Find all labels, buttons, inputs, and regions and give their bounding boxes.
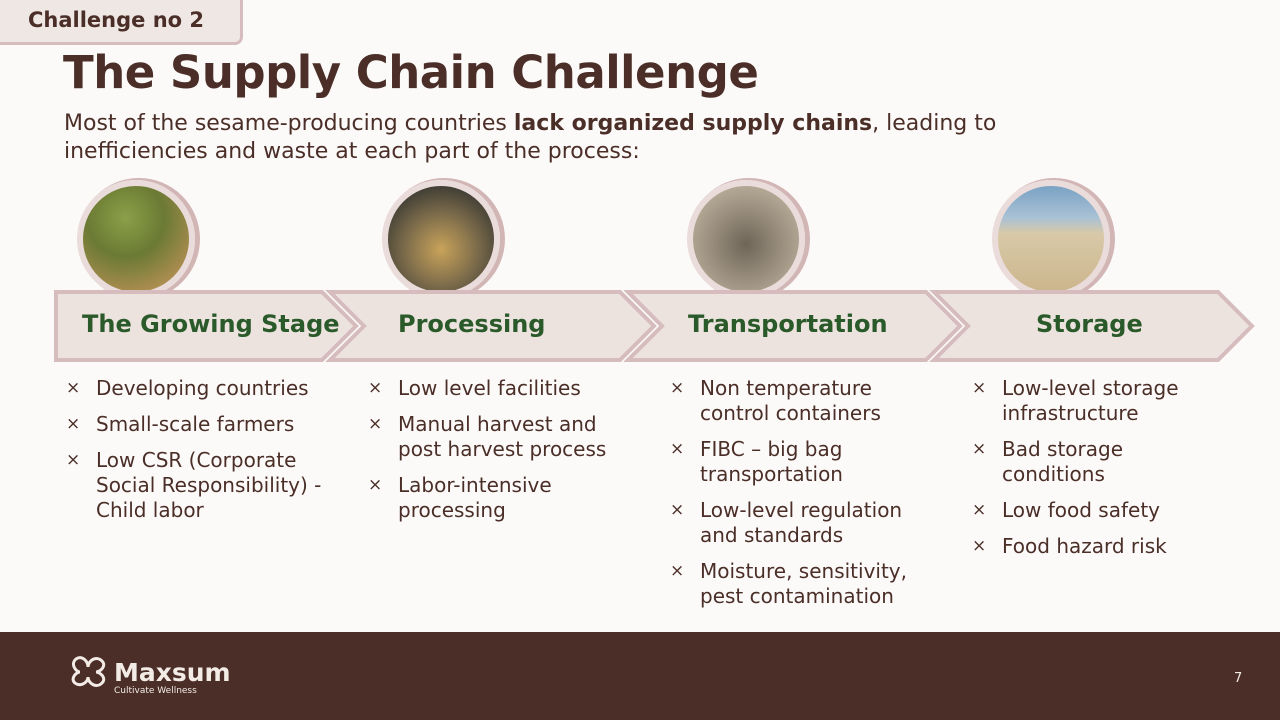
list-item: ×Low-level regulation and standards [670, 498, 903, 547]
chevron-storage [929, 290, 1255, 362]
x-icon: × [368, 475, 383, 495]
list-item: ×Non temperature control containers [670, 376, 881, 425]
x-icon: × [66, 414, 81, 434]
storage-photo [992, 180, 1110, 298]
stage-growing-label: The Growing Stage [82, 310, 340, 338]
list-item: ×Low-level storage infrastructure [972, 376, 1179, 425]
list-item: ×Moisture, sensitivity, pest contaminati… [670, 559, 907, 608]
page-title: The Supply Chain Challenge [63, 46, 759, 99]
list-item: ×FIBC – big bag transportation [670, 437, 843, 486]
list-item: ×Labor-intensive processing [368, 473, 552, 522]
growing-list: ×Developing countries ×Small-scale farme… [66, 376, 346, 534]
subtitle-text: Most of the sesame-producing countries [64, 111, 514, 136]
processing-list: ×Low level facilities ×Manual harvest an… [368, 376, 638, 534]
list-item: ×Low food safety [972, 498, 1161, 522]
x-icon: × [368, 378, 383, 398]
x-icon: × [972, 378, 987, 398]
challenge-badge: Challenge no 2 [0, 0, 243, 45]
stage-storage-label: Storage [1036, 310, 1143, 338]
stage-processing-label: Processing [398, 310, 546, 338]
x-icon: × [670, 439, 685, 459]
growing-photo [77, 180, 195, 298]
list-item: ×Food hazard risk [972, 534, 1167, 558]
subtitle-bold: lack organized supply chains [513, 111, 873, 136]
x-icon: × [670, 378, 685, 398]
x-icon: × [972, 500, 987, 520]
page-number: 7 [1234, 671, 1243, 686]
footer-bar [0, 632, 1280, 720]
processing-photo [382, 180, 500, 298]
chevron-transportation [623, 290, 963, 362]
transportation-list: ×Non temperature control containers ×FIB… [670, 376, 940, 620]
stage-transportation-label: Transportation [688, 310, 888, 338]
list-item: ×Developing countries [66, 376, 309, 400]
brand-tagline: Cultivate Wellness [114, 686, 197, 696]
subtitle-text-end: , leading to inefficiencies and waste at… [64, 111, 997, 164]
list-item: ×Small-scale farmers [66, 412, 295, 436]
list-item: ×Bad storage conditions [972, 437, 1124, 486]
list-item: ×Low level facilities [368, 376, 581, 400]
storage-list: ×Low-level storage infrastructure ×Bad s… [972, 376, 1222, 570]
x-icon: × [670, 500, 685, 520]
x-icon: × [66, 450, 81, 470]
maxsum-logo-icon [71, 656, 106, 687]
brand-name: Maxsum [114, 657, 231, 687]
x-icon: × [972, 439, 987, 459]
x-icon: × [670, 561, 685, 581]
list-item: ×Manual harvest and post harvest process [368, 412, 607, 461]
maxsum-logo: Maxsum Cultivate Wellness [68, 655, 231, 696]
chevron-growing [54, 290, 359, 362]
subtitle: Most of the sesame-producing countries l… [64, 110, 1114, 166]
x-icon: × [66, 378, 81, 398]
chevron-processing [325, 290, 657, 362]
list-item: ×Low CSR (Corporate Social Responsibilit… [66, 448, 322, 522]
process-chevrons [54, 290, 1255, 362]
transportation-photo [687, 180, 805, 298]
x-icon: × [368, 414, 383, 434]
x-icon: × [972, 536, 987, 556]
